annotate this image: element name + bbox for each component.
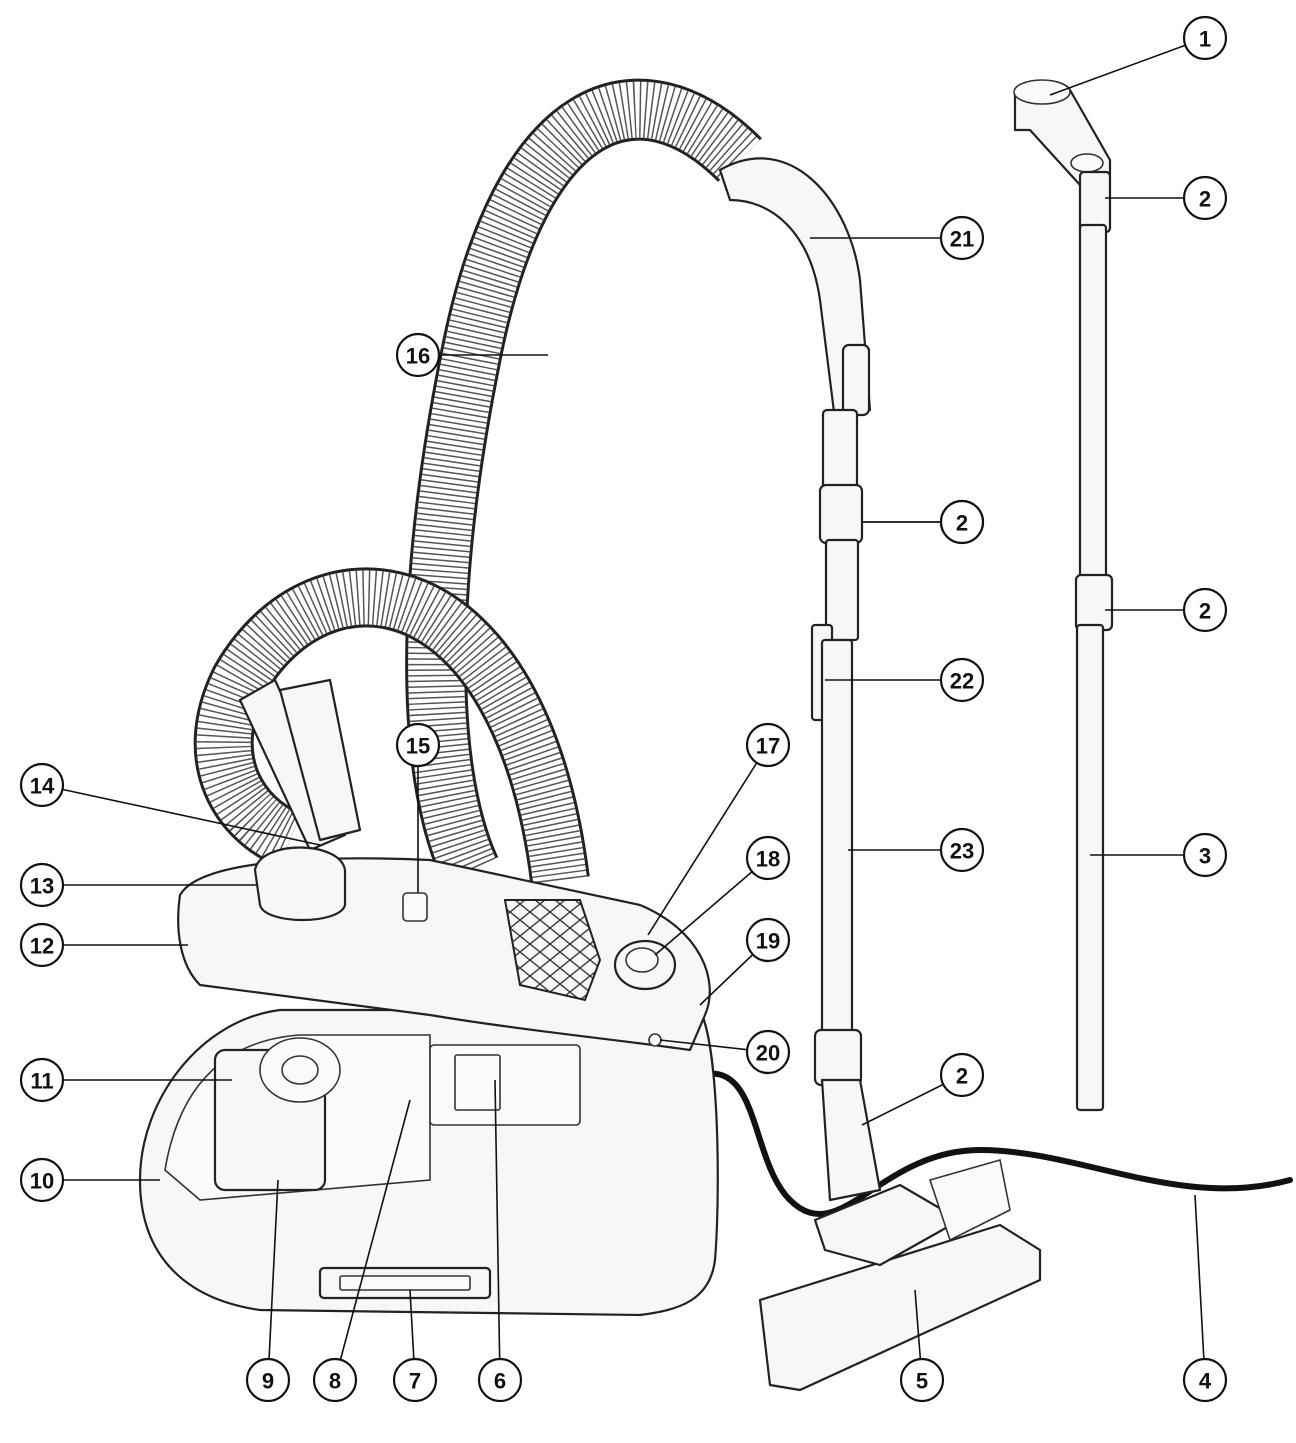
callout-number: 5 <box>916 1369 928 1394</box>
leader-line-6 <box>494 1079 501 1381</box>
callout-21: 21 <box>939 215 985 261</box>
hose-connector <box>238 678 362 921</box>
callout-circle <box>19 862 65 908</box>
callout-circle <box>899 1357 945 1403</box>
callout-2: 2 <box>939 1052 985 1098</box>
callout-circle <box>395 332 441 378</box>
floor-nozzle <box>758 1158 1042 1392</box>
callout-circle <box>939 657 985 703</box>
callout-number: 13 <box>30 874 54 899</box>
callout-number: 14 <box>30 774 55 799</box>
callout-18: 18 <box>745 835 791 881</box>
callout-circle <box>312 1357 358 1403</box>
callout-number: 2 <box>1199 599 1211 624</box>
callout-circle <box>392 1357 438 1403</box>
callout-6: 6 <box>477 1357 523 1403</box>
leader-line-18 <box>654 857 769 956</box>
callout-circle <box>395 722 441 768</box>
callout-2: 2 <box>1182 175 1228 221</box>
callout-circle <box>19 1057 65 1103</box>
leader-line-17 <box>647 744 769 936</box>
leader-line-9 <box>267 1179 279 1381</box>
leader-line-4 <box>1194 1194 1206 1381</box>
callout-circle <box>745 722 791 768</box>
callout-circle <box>939 827 985 873</box>
callout-number: 22 <box>950 669 974 694</box>
callout-number: 3 <box>1199 844 1211 869</box>
callout-number: 23 <box>950 839 974 864</box>
spare-wand <box>1013 79 1114 1112</box>
telescopic-wand <box>810 408 882 1202</box>
callout-20: 20 <box>745 1029 791 1075</box>
callout-circle <box>19 922 65 968</box>
callout-15: 15 <box>395 722 441 768</box>
callout-circle <box>19 1157 65 1203</box>
callout-14: 14 <box>19 762 65 808</box>
callout-number: 17 <box>756 734 780 759</box>
callout-number: 7 <box>409 1369 421 1394</box>
callout-number: 21 <box>950 227 974 252</box>
callout-circle <box>1182 587 1228 633</box>
callout-circle <box>1182 15 1228 61</box>
callout-number: 19 <box>756 929 780 954</box>
callout-number: 6 <box>494 1369 506 1394</box>
callout-circle <box>1182 175 1228 221</box>
callout-labels: 1222234567891011121314151617181920212222… <box>19 15 1228 1403</box>
callout-12: 12 <box>19 922 65 968</box>
callout-number: 20 <box>756 1041 780 1066</box>
leader-line-14 <box>41 784 321 846</box>
callout-number: 8 <box>329 1369 341 1394</box>
callout-circle <box>477 1357 523 1403</box>
callout-23: 23 <box>939 827 985 873</box>
suction-hose <box>193 78 762 884</box>
hose-handle <box>718 157 872 422</box>
callout-number: 4 <box>1199 1369 1212 1394</box>
callout-number: 9 <box>262 1369 274 1394</box>
callout-circle <box>939 1052 985 1098</box>
callout-number: 10 <box>30 1169 54 1194</box>
callout-circle <box>939 215 985 261</box>
callout-circle <box>1182 832 1228 878</box>
callout-4: 4 <box>1182 1357 1228 1403</box>
callout-circle <box>745 835 791 881</box>
callout-circle <box>1182 1357 1228 1403</box>
callout-circle <box>19 762 65 808</box>
callout-9: 9 <box>245 1357 291 1403</box>
callout-number: 2 <box>956 1064 968 1089</box>
leader-line-1 <box>1049 37 1206 96</box>
callout-number: 18 <box>756 847 780 872</box>
callout-circle <box>745 1029 791 1075</box>
leader-line-8 <box>334 1099 411 1381</box>
callout-10: 10 <box>19 1157 65 1203</box>
callout-number: 2 <box>956 511 968 536</box>
power-cord <box>697 1070 1293 1217</box>
callout-8: 8 <box>312 1357 358 1403</box>
callout-number: 2 <box>1199 187 1211 212</box>
callout-13: 13 <box>19 862 65 908</box>
callout-number: 15 <box>406 734 430 759</box>
callout-2: 2 <box>939 499 985 545</box>
callout-5: 5 <box>899 1357 945 1403</box>
callout-2: 2 <box>1182 587 1228 633</box>
callout-16: 16 <box>395 332 441 378</box>
callout-11: 11 <box>19 1057 65 1103</box>
callout-22: 22 <box>939 657 985 703</box>
callout-number: 1 <box>1199 27 1211 52</box>
callout-circle <box>245 1357 291 1403</box>
callout-circle <box>745 917 791 963</box>
callout-number: 11 <box>30 1069 53 1094</box>
callout-17: 17 <box>745 722 791 768</box>
canister-body <box>138 1008 719 1317</box>
callout-number: 12 <box>30 934 54 959</box>
callout-number: 16 <box>406 344 430 369</box>
callout-7: 7 <box>392 1357 438 1403</box>
callout-circle <box>939 499 985 545</box>
callout-3: 3 <box>1182 832 1228 878</box>
callout-1: 1 <box>1182 15 1228 61</box>
callout-19: 19 <box>745 917 791 963</box>
